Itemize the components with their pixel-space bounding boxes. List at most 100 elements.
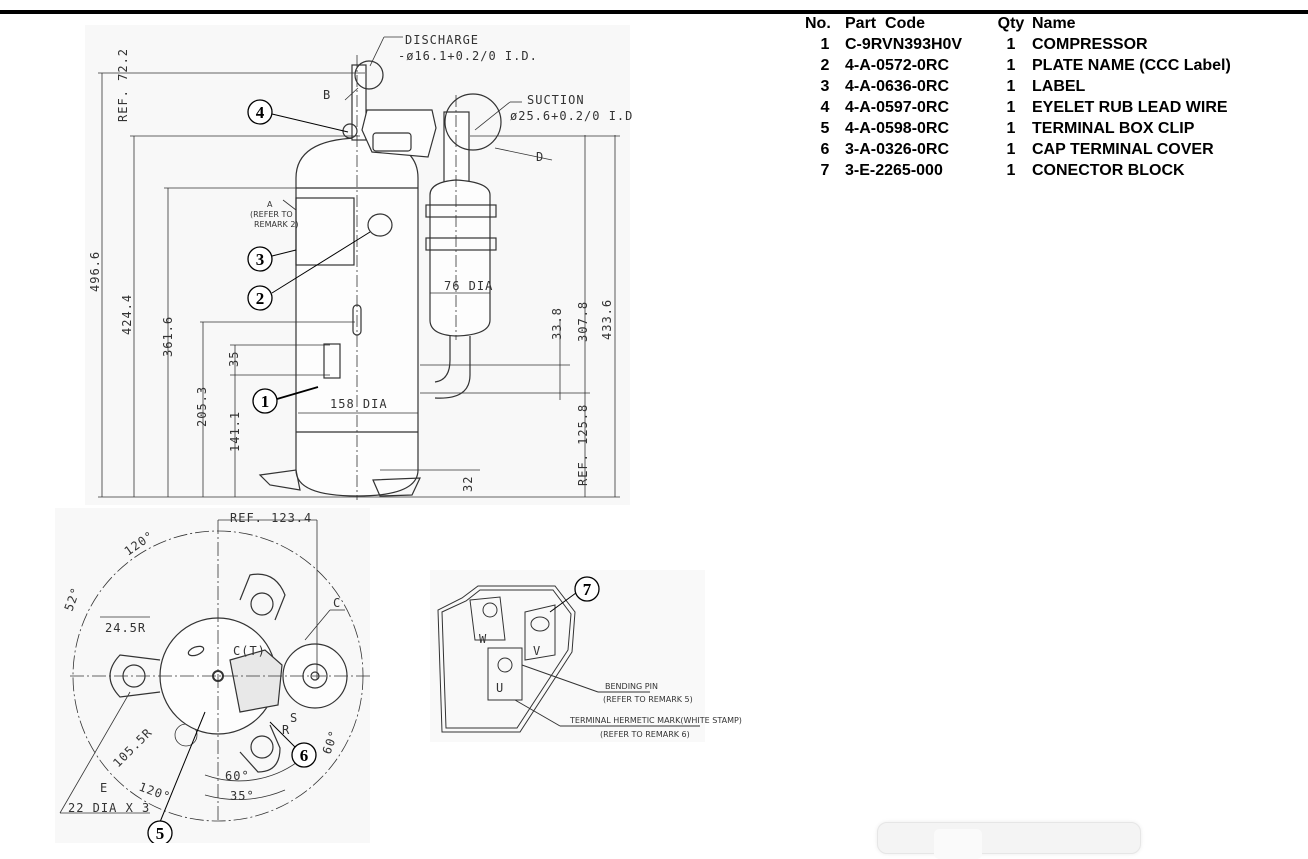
terminal-w xyxy=(469,596,506,641)
refer-remark-2-line2: REMARK 2) xyxy=(254,220,299,229)
floating-toolbar[interactable] xyxy=(877,822,1141,859)
dim-496-6: 496.6 xyxy=(88,251,102,292)
row-qty: 1 xyxy=(1006,36,1016,53)
label-s: S xyxy=(290,711,298,725)
terminal-sleeve xyxy=(323,343,341,379)
svg-text:6: 6 xyxy=(300,746,309,765)
row-name: COMPRESSOR xyxy=(1032,36,1148,53)
suction-size: ø25.6+0.2/0 I.D xyxy=(510,109,633,123)
table-row: 7 3-E-2265-000 1 CONECTOR BLOCK xyxy=(805,160,1231,181)
bending-pin-ref: (REFER TO REMARK 5) xyxy=(603,695,693,704)
dim-205-3: 205.3 xyxy=(195,386,209,427)
row-no: 2 xyxy=(820,57,830,74)
suction-label: SUCTION xyxy=(527,93,585,107)
label-b: B xyxy=(323,88,331,102)
header-qty: Qty xyxy=(997,15,1025,32)
table-row: 1 C-9RVN393H0V 1 COMPRESSOR xyxy=(805,34,1231,55)
row-name: LABEL xyxy=(1032,78,1086,95)
table-row: 3 4-A-0636-0RC 1 LABEL xyxy=(805,76,1231,97)
row-name: CONECTOR BLOCK xyxy=(1032,162,1185,179)
radius-24-5: 24.5R xyxy=(105,621,146,635)
row-part-code: 3-A-0326-0RC xyxy=(845,141,950,158)
discharge-size: -ø16.1+0.2/0 I.D. xyxy=(398,49,538,63)
callout-1: 1 xyxy=(252,388,278,414)
callout-4: 4 xyxy=(247,99,273,125)
parts-table: No. Part Code Qty Name 1 C-9RVN393H0V 1 COM… xyxy=(805,13,1231,181)
connector-block-outline xyxy=(437,585,576,733)
angle-60: 60° xyxy=(225,769,250,783)
dim-ref-72-2: REF. 72.2 xyxy=(116,48,130,122)
header-part-code: Part Code xyxy=(845,15,926,32)
svg-text:3: 3 xyxy=(256,250,265,269)
terminal-u-label: U xyxy=(496,681,504,695)
header-no: No. xyxy=(805,15,831,32)
suction-detail-circle xyxy=(444,93,502,151)
label-c: C xyxy=(333,596,341,610)
svg-text:5: 5 xyxy=(156,824,165,843)
row-part-code: 3-E-2265-000 xyxy=(845,162,943,179)
svg-text:4: 4 xyxy=(256,103,265,122)
svg-text:2: 2 xyxy=(256,289,265,308)
terminal-v-label: V xyxy=(533,644,541,658)
label-e: E xyxy=(100,781,108,795)
row-no: 7 xyxy=(820,162,830,179)
discharge-detail-circle xyxy=(354,60,384,90)
row-part-code: 4-A-0636-0RC xyxy=(845,78,950,95)
dim-361-6: 361.6 xyxy=(161,316,175,357)
svg-text:1: 1 xyxy=(261,392,270,411)
row-no: 3 xyxy=(820,78,830,95)
connector-view-labels: W V U BENDING PIN (REFER TO REMARK 5) TE… xyxy=(479,632,742,739)
row-qty: 1 xyxy=(1006,162,1016,179)
hermetic-mark-ref: (REFER TO REMARK 6) xyxy=(600,730,690,739)
callout-5: 5 xyxy=(147,820,173,843)
terminal-u xyxy=(487,647,523,701)
angle-35: 35° xyxy=(230,789,255,803)
mount-hole xyxy=(250,592,274,616)
row-no: 5 xyxy=(820,120,830,137)
row-qty: 1 xyxy=(1006,57,1016,74)
mount-hole xyxy=(250,735,274,759)
dim-76-dia: 76 DIA xyxy=(444,279,493,293)
row-qty: 1 xyxy=(1006,78,1016,95)
dim-ref-123-4: REF. 123.4 xyxy=(230,511,312,525)
dim-33-8: 33.8 xyxy=(550,307,564,340)
toolbar-button[interactable] xyxy=(934,829,982,859)
row-part-code: 4-A-0597-0RC xyxy=(845,99,950,116)
row-name: EYELET RUB LEAD WIRE xyxy=(1032,99,1228,116)
dim-141-1: 141.1 xyxy=(228,411,242,452)
callout-6: 6 xyxy=(291,742,317,768)
row-no: 1 xyxy=(820,36,830,53)
dim-32: 32 xyxy=(461,476,475,492)
svg-text:7: 7 xyxy=(583,580,592,599)
label-c-t: C(T) xyxy=(233,644,266,658)
header-name: Name xyxy=(1032,15,1076,32)
label-area xyxy=(295,197,355,266)
bending-pin-label: BENDING PIN xyxy=(605,682,658,691)
label-d: D xyxy=(536,150,544,164)
header-rule xyxy=(0,10,1308,14)
row-name: TERMINAL BOX CLIP xyxy=(1032,120,1195,137)
top-view xyxy=(59,519,370,823)
dim-35: 35 xyxy=(227,351,241,367)
row-qty: 1 xyxy=(1006,99,1016,116)
refer-remark-2-line1: (REFER TO xyxy=(250,210,293,219)
row-name: PLATE NAME (CCC Label) xyxy=(1032,57,1231,74)
dim-424-4: 424.4 xyxy=(120,294,134,335)
row-name: CAP TERMINAL COVER xyxy=(1032,141,1214,158)
parts-table-header: No. Part Code Qty Name xyxy=(805,13,1231,34)
dim-ref-125-8: REF. 125.8 xyxy=(576,404,590,486)
accumulator xyxy=(429,179,491,337)
callout-2: 2 xyxy=(247,285,273,311)
name-plate xyxy=(367,213,393,237)
row-qty: 1 xyxy=(1006,141,1016,158)
row-part-code: 4-A-0572-0RC xyxy=(845,57,950,74)
hermetic-mark-label: TERMINAL HERMETIC MARK(WHITE STAMP) xyxy=(569,716,742,725)
row-part-code: C-9RVN393H0V xyxy=(845,36,963,53)
holes-22-dia: 22 DIA X 3 xyxy=(68,801,150,815)
callout-7: 7 xyxy=(574,576,600,602)
side-view xyxy=(98,36,620,500)
terminal-w-label: W xyxy=(479,632,487,646)
table-row: 2 4-A-0572-0RC 1 PLATE NAME (CCC Label) xyxy=(805,55,1231,76)
